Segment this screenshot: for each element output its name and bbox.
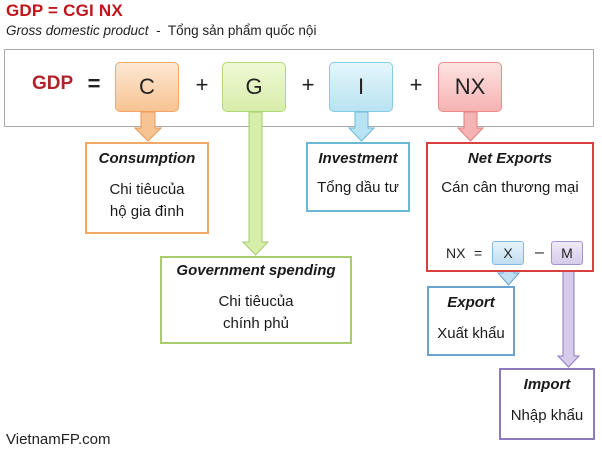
- watermark: VietnamFP.com: [6, 431, 111, 448]
- page-title: GDP = CGI NX: [6, 1, 123, 20]
- m-mini-box: M: [551, 241, 583, 265]
- government-spending-box: Government spending Chi tiêucủa chính ph…: [160, 256, 352, 344]
- investment-box: Investment Tổng dầu tư: [306, 142, 410, 212]
- government-line-2: chính phủ: [223, 315, 289, 332]
- government-heading: Government spending: [176, 262, 336, 279]
- formula-plus-3: +: [409, 72, 423, 97]
- subtitle: Gross domestic product - Tổng sản phẩm q…: [6, 23, 316, 38]
- subtitle-separator: -: [156, 23, 161, 38]
- net-exports-heading: Net Exports: [467, 150, 553, 167]
- subtitle-english: Gross domestic product: [6, 23, 149, 38]
- consumption-heading: Consumption: [98, 150, 196, 167]
- investment-line-1: Tổng dầu tư: [317, 179, 399, 196]
- export-box: Export Xuất khẩu: [427, 286, 515, 356]
- investment-heading: Investment: [318, 150, 398, 167]
- arrow-i-to-investment: [347, 111, 376, 142]
- consumption-line-1: Chi tiêucủa: [109, 181, 185, 198]
- export-line-1: Xuất khẩu: [437, 325, 505, 342]
- nx-equation-lhs: NX: [446, 245, 466, 261]
- import-line-1: Nhập khẩu: [510, 407, 584, 424]
- consumption-box: Consumption Chi tiêucủa hộ gia đình: [85, 142, 209, 234]
- government-line-1: Chi tiêucủa: [218, 293, 294, 310]
- formula-plus-2: +: [301, 72, 315, 97]
- import-box: Import Nhập khẩu: [499, 368, 595, 440]
- nx-equation-equals: =: [474, 245, 483, 261]
- term-nx-box: NX: [438, 62, 502, 112]
- arrow-m-to-import: [556, 263, 581, 368]
- export-heading: Export: [447, 294, 495, 311]
- consumption-line-2: hộ gia đình: [109, 203, 185, 220]
- arrow-nx-to-net-exports: [456, 111, 485, 142]
- nx-equation-minus: –: [535, 244, 544, 261]
- term-i-box: I: [329, 62, 393, 112]
- term-c-box: C: [115, 62, 179, 112]
- formula-gdp-label: GDP: [32, 73, 74, 94]
- arrow-g-to-government: [241, 111, 270, 256]
- import-heading: Import: [523, 376, 571, 393]
- formula-equals-sign: =: [87, 71, 101, 96]
- x-mini-box: X: [492, 241, 524, 265]
- subtitle-vietnamese: Tổng sản phẩm quốc nội: [167, 23, 317, 38]
- arrow-c-to-consumption: [133, 111, 163, 142]
- formula-plus-1: +: [195, 72, 209, 97]
- net-exports-line-1: Cán cân thương mại: [441, 179, 579, 196]
